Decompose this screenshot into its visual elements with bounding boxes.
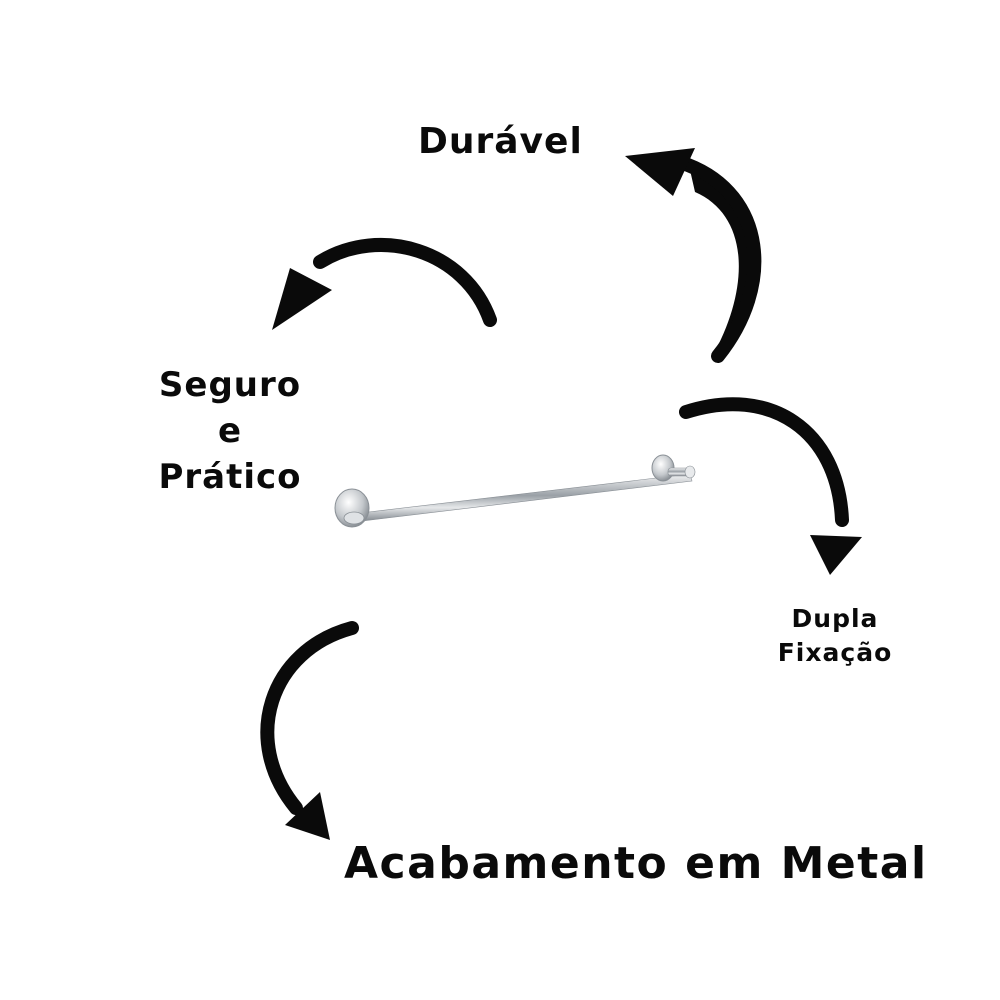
- label-seguro-line3: Prático: [158, 457, 302, 497]
- curved-arrow-icon: [679, 397, 862, 575]
- towel-bar-image: [334, 454, 696, 528]
- label-dupla-fixacao: Dupla Fixação: [762, 602, 908, 670]
- curved-arrow-icon: [260, 621, 359, 840]
- label-acabamento-em-metal: Acabamento em Metal: [344, 838, 928, 889]
- label-dupla-line2: Fixação: [777, 638, 893, 667]
- curved-arrow-icon: [625, 148, 762, 363]
- label-duravel: Durável: [418, 121, 583, 162]
- label-seguro-e-pratico: Seguro e Prático: [150, 362, 310, 500]
- label-dupla-line1: Dupla: [791, 604, 879, 633]
- curved-arrow-icon: [272, 237, 497, 330]
- label-seguro-line1: Seguro: [158, 365, 302, 405]
- label-seguro-line2: e: [217, 411, 243, 451]
